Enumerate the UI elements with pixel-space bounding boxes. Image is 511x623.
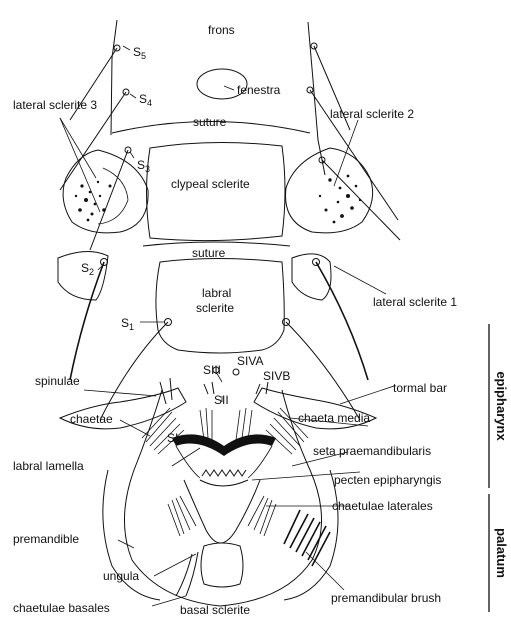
label-chaetulae-laterales: chaetulae laterales [332, 499, 433, 513]
section-epipharynx: epipharynx [494, 371, 509, 441]
label-fenestra: fenestra [237, 83, 281, 97]
label-s1: S1 [121, 316, 134, 332]
label-s4: S4 [139, 92, 152, 108]
label-frons: frons [208, 23, 235, 37]
basal-sclerite-shape [201, 543, 243, 587]
label-labral-line2: sclerite [196, 301, 234, 315]
label-lateral-sclerite-1: lateral sclerite 1 [373, 295, 457, 309]
label-labral-line1: labral [202, 286, 231, 300]
label-lateral-sclerite-2: lateral sclerite 2 [330, 107, 414, 121]
leader-lines [60, 46, 394, 606]
chaetae-brushes [142, 408, 308, 536]
label-ungula: ungula [103, 569, 139, 583]
label-seta-praemandibularis: seta praemandibularis [313, 444, 431, 458]
label-basal-sclerite: basal sclerite [180, 603, 250, 617]
label-s5: S5 [133, 45, 146, 61]
label-labral-lamella: labral lamella [13, 459, 84, 473]
section-palatum: palatum [494, 528, 509, 578]
label-premandibular-brush: premandibular brush [331, 591, 441, 605]
label-lateral-sclerite-3: lateral sclerite 3 [13, 98, 97, 112]
label-pecten-epipharyngis: pecten epipharyngis [334, 473, 441, 487]
labral-lamella-shape [172, 434, 276, 456]
pecten-shape [202, 470, 246, 476]
label-suture-top: suture [193, 115, 227, 129]
label-chaetulae-basales: chaetulae basales [13, 601, 110, 615]
label-clypeal-sclerite: clypeal sclerite [171, 177, 250, 191]
label-premandible: premandible [13, 532, 79, 546]
label-siii: SIII [203, 363, 221, 377]
premandibular-brush-shape [284, 510, 330, 566]
label-siva: SIVA [237, 354, 263, 368]
lateral-sclerite-2-shape [286, 148, 373, 233]
label-si: SI [167, 431, 178, 445]
label-chaetae: chaetae [70, 412, 113, 426]
label-sii: SII [214, 393, 229, 407]
lateral-sclerite-2-dots [319, 175, 361, 224]
label-s2: S2 [81, 261, 94, 277]
label-suture-mid: suture [192, 246, 226, 260]
clypeal-sclerite-shape [147, 142, 286, 240]
lateral-sclerite-3-dots [75, 181, 112, 222]
label-chaeta-media: chaeta media [298, 411, 370, 425]
label-tormal-bar: tormal bar [393, 381, 447, 395]
label-spinulae: spinulae [35, 374, 80, 388]
lateral-sclerite-3-shape [63, 150, 148, 233]
label-sivb: SIVB [263, 369, 290, 383]
